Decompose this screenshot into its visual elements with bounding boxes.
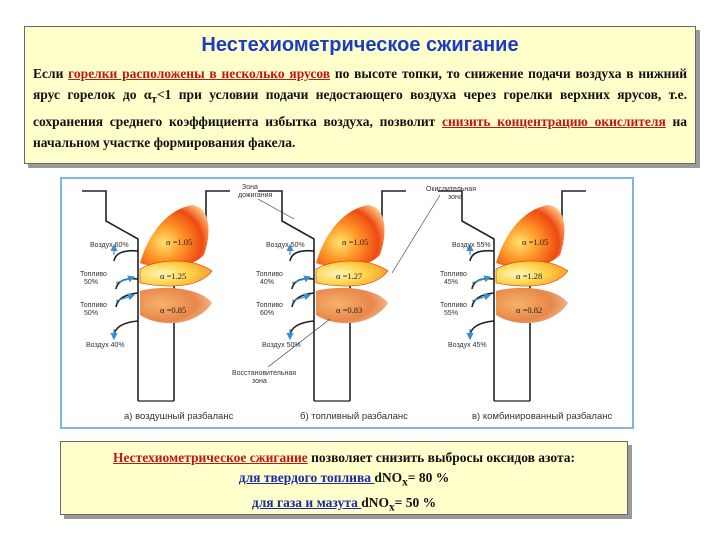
air-top-label-a: Воздух 60% — [90, 242, 129, 249]
summary-gas-end: = 50 % — [394, 494, 437, 510]
arrows-b — [286, 243, 312, 341]
callout-reducing-2: зона — [252, 378, 267, 385]
flames-a — [139, 205, 213, 324]
intro-paragraph: Если горелки расположены в несколько яру… — [33, 63, 687, 153]
fuel-bot-label-c-2: 55% — [444, 310, 458, 317]
callouts: Зона дожигания Окислительная зона Восста… — [232, 184, 476, 385]
callout-oxidizing-line — [391, 194, 441, 274]
fuel-bot-label-b-1: Топливо — [256, 302, 283, 309]
intro-link-oxidizer[interactable]: снизить концентрацию окислителя — [442, 113, 666, 129]
flames-b — [315, 205, 389, 324]
alpha-mid-b: α =1.27 — [336, 271, 362, 281]
alpha-mid-c: α =1.28 — [516, 271, 542, 281]
caption-a: а) воздушный разбаланс — [124, 411, 234, 422]
callout-afterburn-2: дожигания — [238, 192, 273, 199]
intro-text-1: Если — [33, 66, 69, 81]
alpha-subscript: т — [151, 93, 157, 106]
alpha-top-b: α =1.05 — [342, 237, 368, 247]
callout-afterburn-line — [257, 198, 295, 220]
summary-link[interactable]: Нестехиометрическое сжигание — [113, 450, 308, 465]
summary-line-1-text: позволяет снизить выбросы оксидов азота: — [307, 450, 575, 465]
alpha-bot-a: α =0.85 — [160, 305, 186, 315]
alpha-bot-c: α =0.82 — [516, 305, 542, 315]
callout-oxidizing-2: зона — [448, 194, 463, 201]
alpha-mid-a: α =1.25 — [160, 271, 186, 281]
callout-reducing-line — [267, 318, 331, 368]
arrows-a — [110, 243, 136, 341]
alpha-top-c: α =1.05 — [522, 237, 548, 247]
intro-text-4: на начальном участке формирования факела… — [33, 113, 688, 150]
fuel-top-label-a-1: Топливо — [80, 271, 107, 278]
summary-solid-fuel-end: = 80 % — [407, 470, 450, 485]
air-top-label-b: Воздух 50% — [266, 242, 305, 249]
summary-solid-fuel-text: для твердого топлива — [238, 470, 375, 485]
callout-reducing-1: Восстановительная — [232, 370, 296, 377]
summary-gas-text: для газа и мазута — [251, 494, 362, 510]
alpha-condition: <1 — [156, 87, 172, 102]
air-top-label-c: Воздух 55% — [452, 242, 491, 249]
alpha-bot-b: α =0.83 — [336, 305, 362, 315]
fuel-top-label-c-1: Топливо — [440, 271, 467, 278]
alpha-symbol: α — [143, 87, 152, 102]
callout-afterburn-1: Зона — [242, 184, 258, 191]
fuel-bot-label-a-1: Топливо — [80, 302, 107, 309]
page-title: Нестехиометрическое сжигание — [201, 34, 519, 56]
intro-box: Нестехиометрическое сжигание Если горелк… — [24, 26, 696, 164]
fuel-bot-label-c-1: Топливо — [440, 302, 467, 309]
fuel-top-label-b-1: Топливо — [256, 271, 283, 278]
summary-gas-sub: x — [389, 501, 395, 514]
caption-c: в) комбинированный разбаланс — [472, 411, 612, 422]
panel-c: Воздух 55% Топливо 45% Топливо 55% Возду… — [438, 190, 612, 422]
caption-b: б) топливный разбаланс — [300, 411, 408, 422]
flames-c — [495, 205, 569, 324]
combustion-figure: Воздух 60% Топливо 50% Топливо 50% Возду… — [60, 177, 634, 429]
summary-line-3: для газа и мазута dNOx= 50 % — [61, 493, 627, 518]
intro-text-2: по высоте топки, то снижение подачи возд… — [33, 66, 687, 102]
combustion-diagram: Воздух 60% Топливо 50% Топливо 50% Возду… — [80, 184, 612, 422]
summary-gas-value: dNO — [361, 494, 390, 510]
fuel-bot-label-a-2: 50% — [84, 310, 98, 317]
callout-oxidizing-1: Окислительная — [426, 186, 476, 193]
summary-box: Нестехиометрическое сжигание позволяет с… — [60, 441, 628, 515]
fuel-top-label-c-2: 45% — [444, 279, 458, 286]
alpha-top-a: α =1.05 — [166, 237, 192, 247]
fuel-top-label-a-2: 50% — [84, 279, 98, 286]
air-bot-label-a: Воздух 40% — [86, 342, 125, 349]
intro-text-3: при условии подачи недостающего воздуха … — [33, 87, 687, 129]
panel-a: Воздух 60% Топливо 50% Топливо 50% Возду… — [80, 190, 234, 422]
fuel-top-label-b-2: 40% — [260, 279, 274, 286]
summary-solid-fuel-value: dNO — [374, 470, 403, 485]
air-bot-label-c: Воздух 45% — [448, 342, 487, 349]
summary-line-1: Нестехиометрическое сжигание позволяет с… — [61, 448, 627, 468]
fuel-bot-label-b-2: 60% — [260, 310, 274, 317]
intro-link-burners[interactable]: горелки расположены в несколько ярусов — [68, 66, 331, 81]
summary-solid-fuel-sub: x — [402, 476, 408, 489]
summary-line-2: для твердого топлива dNOx= 80 % — [61, 468, 627, 493]
air-bot-label-b: Воздух 50% — [262, 342, 301, 349]
panel-b: Воздух 50% Топливо 40% Топливо 60% Возду… — [256, 190, 408, 422]
arrows-c — [466, 243, 492, 341]
